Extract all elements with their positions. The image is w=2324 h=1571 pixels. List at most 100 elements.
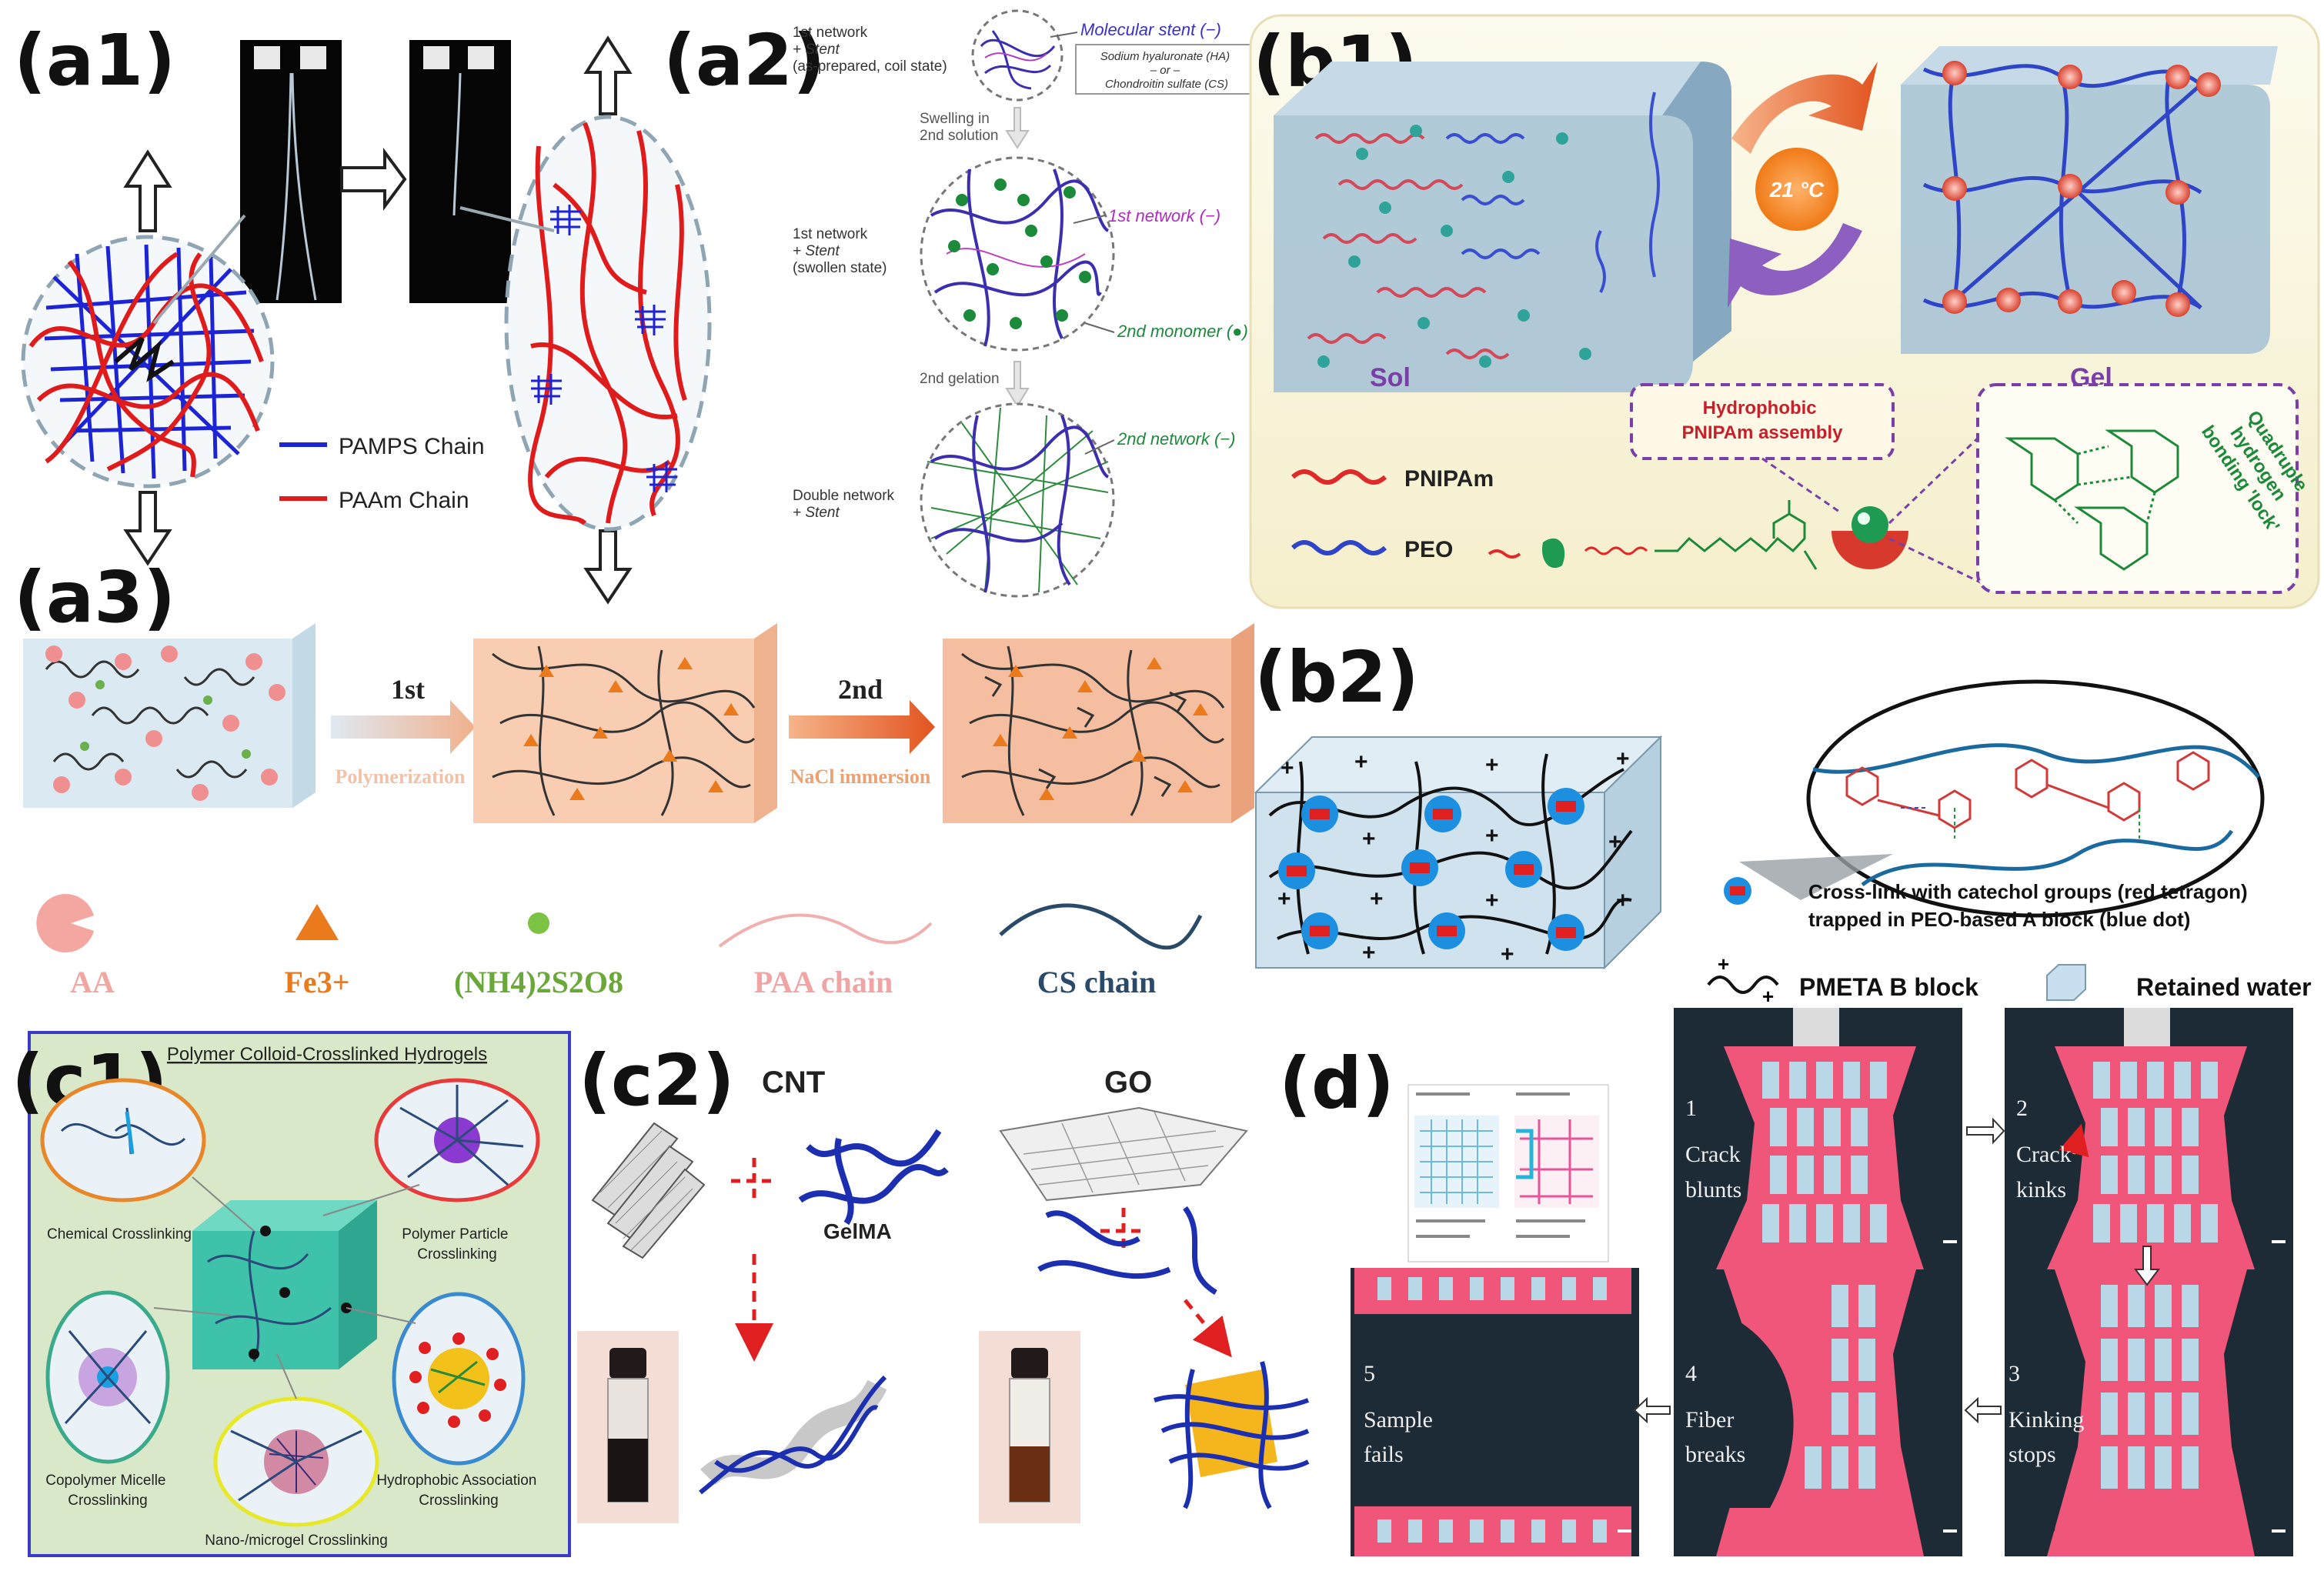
- a2-coil-circle: [971, 9, 1063, 102]
- c2-go-composite: [1154, 1361, 1310, 1509]
- c1-item-hydrophobic: Hydrophobic Association Crosslinking: [376, 1473, 540, 1509]
- a3-legend-cs-icon: [999, 903, 1203, 950]
- a3-legend-aps: (NH4)2S2O8: [454, 965, 623, 999]
- b1-hydrophobic-box: [1630, 383, 1895, 460]
- a3-step2-title: 2nd: [838, 674, 883, 705]
- b1-legend-pnipam: PNIPAm: [1404, 466, 1494, 492]
- d-sample-1: [1712, 1008, 1924, 1269]
- c2-cnt-composite: [699, 1375, 887, 1495]
- a3-legend-paa: PAA chain: [754, 965, 893, 999]
- a3-step2-sub: NaCl immersion: [790, 765, 931, 788]
- b1-temperature: 21 °C: [1769, 178, 1825, 202]
- d-sample-2: [2039, 1008, 2255, 1269]
- a3-slab-1: [23, 623, 316, 808]
- a3-legend-aa-icon: [36, 894, 94, 952]
- a2-stent-box: [1075, 44, 1258, 95]
- svg-text:+: +: [1616, 888, 1630, 913]
- panel-b1: (b1) Sol 21 °C: [1249, 14, 2320, 609]
- a3-arrow-1: [331, 700, 476, 754]
- panel-a2-label: (a2): [663, 19, 825, 102]
- a1-crack-symbol: [114, 336, 175, 382]
- d-schematic: [1407, 1084, 1609, 1262]
- c1-chemical-ellipse: [40, 1078, 206, 1202]
- b1-temperature-ball: [1755, 148, 1838, 231]
- a3-legend-fe: Fe3+: [285, 965, 350, 999]
- b2-zoom-ellipse: [1806, 679, 2265, 918]
- svg-text:+: +: [1762, 985, 1774, 1008]
- d-photo-2-num: 2: [2016, 1096, 2028, 1121]
- a3-arrow-2: [789, 700, 935, 754]
- a2-second-network: 2nd network (−): [1117, 429, 1235, 449]
- c2-plus-cnt: [731, 1158, 777, 1204]
- b1-legend-peo: PEO: [1404, 537, 1453, 562]
- a1-right-arrow: [340, 147, 407, 212]
- c1-title: Polymer Colloid-Crosslinked Hydrogels: [167, 1044, 487, 1065]
- a2-stage1-text: 1st network + Stent (as-prepared, coil s…: [793, 25, 947, 75]
- a2-arrow-2: [1005, 361, 1030, 408]
- b1-upy-structure: [1655, 500, 1818, 570]
- svg-text:+: +: [1362, 940, 1376, 966]
- panel-c1: (c1) Polymer Colloid-Crosslinked Hydroge…: [12, 1031, 571, 1557]
- b1-assembly-core: [1852, 506, 1888, 543]
- a3-slab-3: [943, 623, 1254, 823]
- d-photo-3-line1: Kinking: [2008, 1407, 2084, 1433]
- b2-legend-pmeta-swatch: [1707, 976, 1779, 994]
- c2-gelma-chains-go: [1037, 1206, 1217, 1295]
- d-photo-1-num: 1: [1685, 1096, 1697, 1121]
- c2-cnt-tubes: [591, 1122, 706, 1259]
- d-arrow-4-5: [1633, 1396, 1671, 1424]
- d-photo-4-num: 4: [1685, 1361, 1697, 1386]
- a2-stage2-text: 1st network + Stent (swollen state): [793, 226, 887, 276]
- a1-legend-paam: PAAm Chain: [339, 488, 469, 513]
- c2-gelma-chains: [798, 1129, 949, 1226]
- panel-a3-label: (a3): [14, 556, 175, 639]
- b2-legend-crosslink-icon: [1724, 877, 1751, 905]
- panel-c2: (c2) CNT GO GelMA: [577, 1039, 1310, 1523]
- a2-second-monomer: 2nd monomer (●): [1117, 322, 1248, 341]
- b1-legend-pnipam-swatch: [1291, 469, 1387, 485]
- d-photo-3-line2: stops: [2008, 1442, 2056, 1467]
- d-photo-2-line1: Crack: [2016, 1142, 2072, 1167]
- c2-go-label: GO: [1104, 1066, 1152, 1099]
- b1-legend-peo-swatch: [1291, 540, 1387, 555]
- panel-d-label: (d): [1279, 1042, 1394, 1125]
- a2-first-network: 1st network (−): [1108, 206, 1220, 225]
- svg-text:Sodium hyaluronate (HA): Sodium hyaluronate (HA) – or – Chondroit…: [1100, 50, 1234, 91]
- c1-item-micelle: Copolymer Micelle Crosslinking: [45, 1473, 170, 1509]
- a3-legend-aps-icon: [528, 912, 549, 934]
- d-arrow-3-4: [1964, 1396, 2002, 1424]
- a3-legend-cs: CS chain: [1037, 965, 1157, 999]
- a1-down-arrow-right: [583, 529, 633, 605]
- b1-quadruple-box: [1976, 383, 2299, 594]
- a3-slab-2: [473, 623, 777, 823]
- c2-plus-go: [1100, 1208, 1147, 1254]
- c2-go-sheet: [999, 1106, 1248, 1202]
- a1-legend-pamps: PAMPS Chain: [339, 434, 485, 459]
- a1-down-arrow-left: [123, 491, 172, 566]
- b2-legend-water-swatch: [2046, 964, 2086, 1001]
- a2-arrow-1: [1005, 107, 1030, 149]
- d-photo-2-line2: kinks: [2016, 1177, 2066, 1202]
- svg-text:+: +: [1485, 888, 1499, 913]
- d-photo-5-num: 5: [1364, 1361, 1375, 1386]
- a1-up-arrow-right: [583, 35, 633, 115]
- a3-legend-fe-icon: [296, 904, 339, 940]
- d-photo-1-line2: blunts: [1685, 1177, 1741, 1202]
- svg-text:+: +: [1485, 752, 1499, 778]
- svg-text:+: +: [1277, 886, 1291, 912]
- b1-hydrophobe-icon: [1542, 538, 1565, 569]
- d-arrow-2-3: [2134, 1246, 2160, 1286]
- a3-step1-title: 1st: [391, 674, 425, 705]
- a2-step1: Swelling in 2nd solution: [920, 111, 998, 144]
- a2-step2: 2nd gelation: [920, 371, 1000, 387]
- a2-stent-label: Molecular stent (−): [1080, 20, 1221, 39]
- a3-legend-aa: AA: [70, 965, 115, 999]
- d-photo-3-num: 3: [2008, 1361, 2020, 1386]
- b2-legend-water: Retained water: [2136, 973, 2312, 1001]
- d-photo-4-line2: breaks: [1685, 1442, 1745, 1467]
- d-sample-3: [2039, 1269, 2255, 1556]
- svg-text:+: +: [1485, 823, 1499, 849]
- b2-crosslink-nodes: [1278, 788, 1584, 951]
- panel-a1: (a1): [14, 19, 712, 605]
